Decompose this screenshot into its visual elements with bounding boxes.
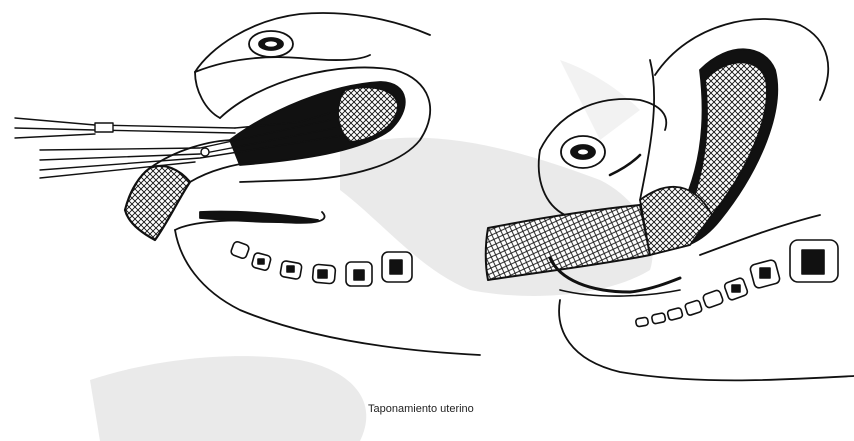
gauze-left [125,166,190,240]
figure-caption: Taponamiento uterino [368,403,474,415]
rectum-outline-left [195,13,430,72]
vertebrae-left [230,241,412,286]
